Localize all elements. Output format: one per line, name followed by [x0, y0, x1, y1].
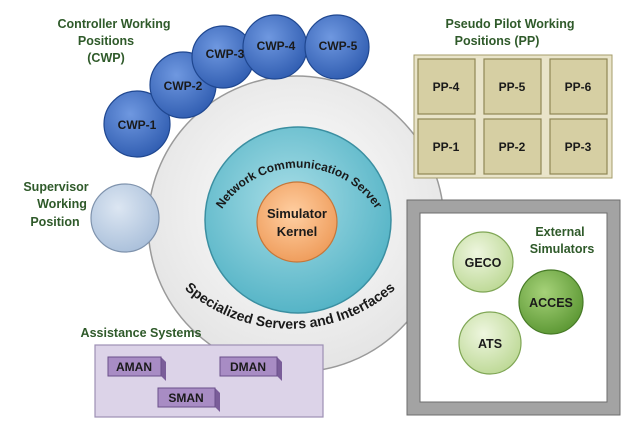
aman-label: AMAN [116, 360, 152, 374]
cwp-4-label: CWP-4 [257, 39, 296, 53]
aman-box [107, 356, 166, 381]
cwp-1-label: CWP-1 [118, 118, 157, 132]
pp-tile-3-label: PP-3 [565, 140, 592, 154]
sman-box [157, 387, 220, 412]
acces-label: ACCES [529, 296, 573, 310]
geco-label: GECO [465, 256, 502, 270]
cwp-heading-line2: Positions [78, 34, 134, 48]
pp-tile-5-label: PP-5 [499, 80, 526, 94]
pp-tile-5 [483, 58, 542, 115]
acces-circle [518, 269, 584, 335]
pp-tile-1 [417, 118, 476, 175]
cwp-5-circle [304, 14, 370, 80]
cwp-heading-line3: (CWP) [87, 51, 125, 65]
simulator-kernel-label-line2: Kernel [277, 224, 317, 239]
dman-label: DMAN [230, 360, 266, 374]
assistance-heading: Assistance Systems [81, 326, 202, 340]
external-heading-line2: Simulators [530, 242, 595, 256]
geco-circle [452, 231, 514, 293]
dman-box [219, 356, 282, 381]
supervisor-heading-line2: Working [37, 197, 87, 211]
supervisor-circle [90, 183, 160, 253]
cwp-2-label: CWP-2 [164, 79, 203, 93]
ats-label: ATS [478, 337, 502, 351]
pp-tile-1-label: PP-1 [433, 140, 460, 154]
cwp-1-circle [103, 90, 171, 158]
pp-tile-2 [483, 118, 542, 175]
pp-tile-4-label: PP-4 [433, 80, 460, 94]
cwp-heading-line1: Controller Working [58, 17, 171, 31]
pp-tile-3 [549, 118, 608, 175]
simulator-kernel-label-line1: Simulator [267, 206, 327, 221]
pp-tile-2-label: PP-2 [499, 140, 526, 154]
pp-tile-6 [549, 58, 608, 115]
pp-heading-line1: Pseudo Pilot Working [446, 17, 575, 31]
external-simulators-frame [406, 199, 621, 416]
ats-circle [458, 311, 522, 375]
supervisor-heading-line1: Supervisor [23, 180, 88, 194]
pp-heading-line2: Positions (PP) [455, 34, 540, 48]
pp-tile-4 [417, 58, 476, 115]
simulator-kernel-circle [256, 181, 338, 263]
external-heading-line1: External [535, 225, 584, 239]
cwp-5-label: CWP-5 [319, 39, 358, 53]
supervisor-heading-line3: Position [30, 215, 79, 229]
pp-grid: PP-4 PP-5 PP-6 PP-1 PP-2 PP-3 [413, 54, 613, 179]
sman-label: SMAN [168, 391, 203, 405]
pp-tile-6-label: PP-6 [565, 80, 592, 94]
cwp-3-label: CWP-3 [206, 47, 245, 61]
